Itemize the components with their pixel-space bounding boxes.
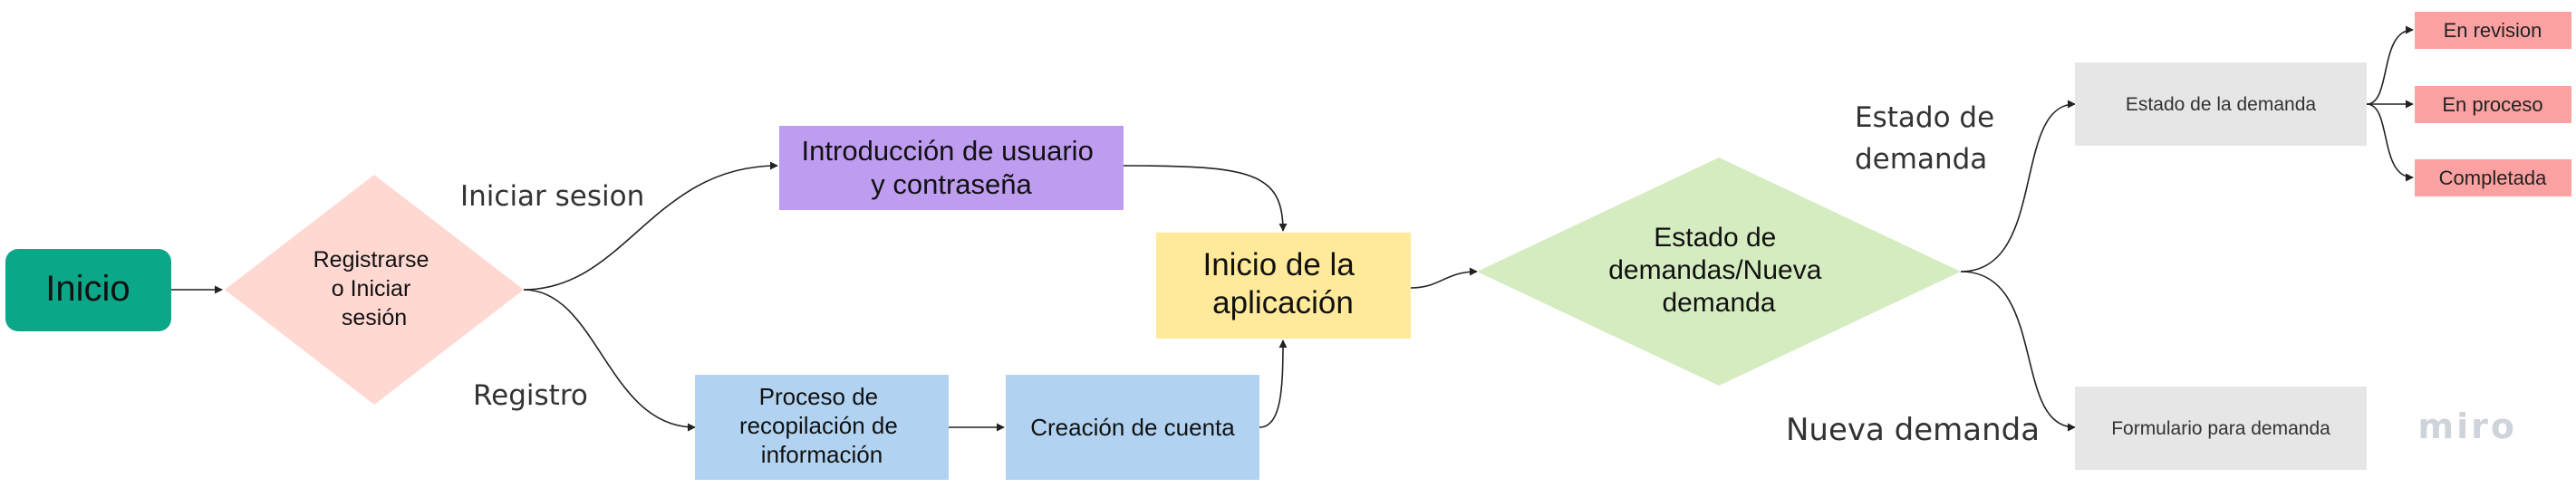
connector-estado-to-estado-demanda xyxy=(1960,100,2076,272)
node-proceso-line-2: recopilación de xyxy=(739,412,898,439)
edge-label-registro: Registro xyxy=(473,379,588,412)
node-registrarse-label: Registrarse o Iniciar sesión xyxy=(314,247,436,330)
node-registrarse-line-1: Registrarse xyxy=(314,247,429,272)
node-estado-nueva-demanda[interactable]: Estado de demandas/Nueva demanda xyxy=(1477,158,1961,386)
node-inicio-aplicacion[interactable]: Inicio de la aplicación xyxy=(1156,233,1411,339)
connector-introduccion-to-inicio-app xyxy=(1123,165,1288,232)
node-creacion-label: Creación de cuenta xyxy=(1030,414,1235,441)
node-estado-demanda-label: Estado de la demanda xyxy=(2126,94,2316,115)
node-introduccion-label: Introducción de usuario y contraseña xyxy=(802,135,1102,200)
connector-estado-to-formulario xyxy=(1960,271,2076,432)
node-proceso-line-1: Proceso de xyxy=(759,383,879,410)
node-en-proceso[interactable]: En proceso xyxy=(2415,86,2571,123)
node-inicio-app-line-2: aplicación xyxy=(1212,285,1354,320)
connector-estado-demanda-to-en-revision xyxy=(2366,25,2414,105)
node-estado-de-la-demanda[interactable]: Estado de la demanda xyxy=(2075,62,2367,146)
node-registrarse-line-3: sesión xyxy=(342,305,407,330)
edge-label-nueva-demanda: Nueva demanda xyxy=(1786,412,2040,448)
edge-label-estado-line-2: demanda xyxy=(1855,143,1987,176)
node-formulario-shape xyxy=(2075,387,2367,470)
connector-inicio-app-to-estado xyxy=(1410,267,1478,289)
node-introduccion-line-1: Introducción de usuario xyxy=(802,135,1094,167)
node-estado-nueva-label: Estado de demandas/Nueva demanda xyxy=(1608,223,1829,318)
node-introduccion-shape xyxy=(779,126,1124,210)
node-estado-nueva-line-1: Estado de xyxy=(1654,223,1776,253)
node-en-revision-label: En revision xyxy=(2444,19,2542,42)
node-inicio-shape xyxy=(5,249,171,331)
edge-label-iniciar-sesion: Iniciar sesion xyxy=(460,180,644,213)
node-proceso-line-3: información xyxy=(761,441,883,468)
node-proceso-shape xyxy=(695,375,949,480)
node-en-revision-shape xyxy=(2415,12,2571,49)
node-estado-demanda-shape xyxy=(2075,62,2367,146)
connector-creacion-to-inicio-app xyxy=(1259,339,1288,428)
node-inicio-label: Inicio xyxy=(45,269,130,309)
node-registrarse-shape xyxy=(225,175,524,405)
node-proceso-recopilacion[interactable]: Proceso de recopilación de información xyxy=(695,375,949,480)
node-proceso-label: Proceso de recopilación de información xyxy=(739,383,904,468)
node-inicio[interactable]: Inicio xyxy=(5,249,171,331)
node-en-proceso-shape xyxy=(2415,86,2571,123)
node-registrarse-line-2: o Iniciar xyxy=(332,276,411,301)
node-estado-nueva-line-2: demandas/Nueva xyxy=(1608,255,1821,285)
node-registrarse-o-iniciar-sesion[interactable]: Registrarse o Iniciar sesión xyxy=(225,175,524,405)
node-en-proceso-label: En proceso xyxy=(2442,93,2542,116)
node-completada[interactable]: Completada xyxy=(2415,159,2571,196)
node-en-revision[interactable]: En revision xyxy=(2415,12,2571,49)
edge-label-estado-de-demanda: Estado de demanda xyxy=(1855,101,2003,176)
node-estado-nueva-line-3: demanda xyxy=(1662,288,1775,318)
node-creacion-cuenta[interactable]: Creación de cuenta xyxy=(1006,375,1259,480)
node-completada-shape xyxy=(2415,159,2571,196)
miro-watermark: miro xyxy=(2418,406,2517,446)
node-creacion-shape xyxy=(1006,375,1259,480)
node-introduccion-usuario[interactable]: Introducción de usuario y contraseña xyxy=(779,126,1124,210)
node-introduccion-line-2: y contraseña xyxy=(871,168,1032,200)
node-formulario-label: Formulario para demanda xyxy=(2111,418,2330,439)
node-inicio-app-line-1: Inicio de la xyxy=(1202,247,1355,282)
node-formulario-demanda[interactable]: Formulario para demanda xyxy=(2075,387,2367,470)
edge-label-estado-line-1: Estado de xyxy=(1855,101,1994,134)
connector-estado-demanda-to-completada xyxy=(2366,103,2414,182)
connector-registrarse-to-introduccion xyxy=(523,161,778,291)
connector-registrarse-to-proceso xyxy=(523,289,696,432)
node-completada-label: Completada xyxy=(2439,167,2547,189)
node-estado-nueva-shape xyxy=(1477,158,1961,386)
node-inicio-app-shape xyxy=(1156,233,1411,339)
node-inicio-app-label: Inicio de la aplicación xyxy=(1202,247,1363,320)
